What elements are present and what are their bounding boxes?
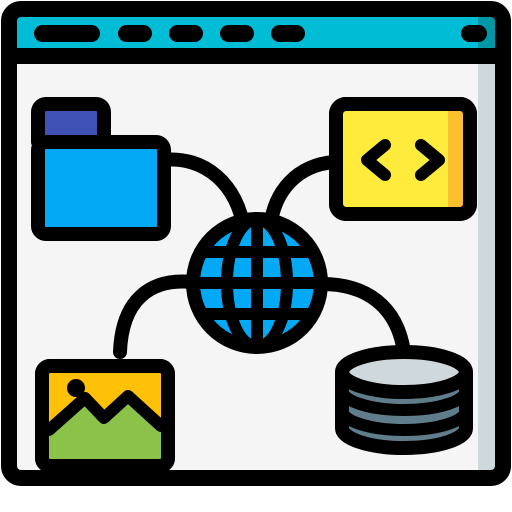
image-icon <box>35 359 175 473</box>
folder-icon <box>31 97 171 241</box>
title-bar <box>9 9 503 56</box>
globe-icon <box>186 212 328 354</box>
code-icon <box>329 97 477 221</box>
title-bar-pill <box>220 25 254 42</box>
folder-tab <box>31 97 111 149</box>
title-bar-pill <box>271 25 305 42</box>
title-bar-pill <box>118 25 152 42</box>
code-left-bracket <box>361 139 391 181</box>
window-outline <box>1 1 511 486</box>
title-bar-pill <box>169 25 203 42</box>
image-hills-outline <box>43 390 167 436</box>
database-outline <box>335 372 473 455</box>
database-icon <box>335 345 473 455</box>
connector-globe-image <box>113 274 199 359</box>
code-right-bracket <box>415 139 445 181</box>
image-sun <box>67 379 85 397</box>
code-box-shade <box>448 111 463 207</box>
folder-body <box>31 135 171 241</box>
database-top <box>335 345 473 399</box>
title-bar-pill-long <box>34 25 100 42</box>
title-bar-pill-small <box>461 25 487 42</box>
connector-globe-database <box>315 277 411 359</box>
